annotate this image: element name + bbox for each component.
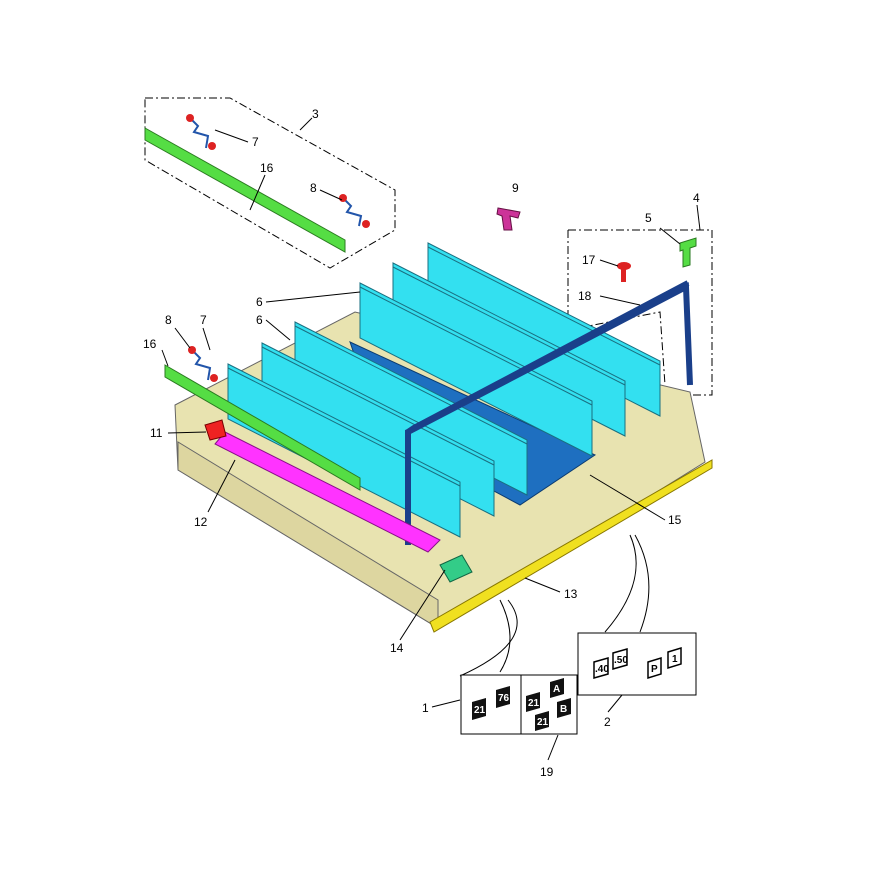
callout-16-lower: 16 bbox=[143, 337, 157, 351]
svg-text:21: 21 bbox=[537, 717, 549, 728]
part-5 bbox=[679, 237, 697, 268]
detail-box-3 bbox=[144, 97, 396, 269]
tags-1: 21 76 bbox=[472, 686, 510, 720]
panel-flange bbox=[427, 246, 661, 366]
callout-6b: 6 bbox=[256, 313, 263, 327]
screw-upper bbox=[186, 114, 194, 122]
callout-6a: 6 bbox=[256, 295, 263, 309]
callout-8-lower: 8 bbox=[165, 313, 172, 327]
callout-14: 14 bbox=[390, 641, 404, 655]
clip-7-upper bbox=[189, 117, 210, 149]
svg-text:P: P bbox=[651, 664, 658, 675]
rail-16-lower bbox=[164, 364, 361, 491]
callout-17: 17 bbox=[582, 253, 596, 267]
panel-flange bbox=[261, 346, 495, 466]
part-14 bbox=[439, 554, 473, 583]
part-11 bbox=[204, 419, 227, 441]
callout-5: 5 bbox=[645, 211, 652, 225]
callout-1: 1 bbox=[422, 701, 429, 715]
callout-13: 13 bbox=[564, 587, 578, 601]
callout-7-lower: 7 bbox=[200, 313, 207, 327]
callout-2: 2 bbox=[604, 715, 611, 729]
strip-13 bbox=[429, 459, 713, 633]
callout-15: 15 bbox=[668, 513, 682, 527]
svg-text:B: B bbox=[560, 704, 567, 715]
panel-flange bbox=[392, 266, 626, 386]
callout-4: 4 bbox=[693, 191, 700, 205]
callout-8: 8 bbox=[310, 181, 317, 195]
screw-8 bbox=[339, 194, 347, 202]
callout-18: 18 bbox=[578, 289, 592, 303]
svg-text:76: 76 bbox=[498, 693, 510, 704]
callout-7: 7 bbox=[252, 135, 259, 149]
svg-text:21: 21 bbox=[474, 705, 486, 716]
rail-16-upper bbox=[144, 127, 346, 253]
panel-flange bbox=[359, 286, 593, 406]
clip-7-lower bbox=[191, 349, 212, 381]
frame-18 bbox=[405, 280, 693, 545]
svg-text:.40: .40 bbox=[595, 664, 609, 675]
svg-text:.50: .50 bbox=[614, 655, 628, 666]
svg-text:A: A bbox=[553, 684, 560, 695]
callout-19: 19 bbox=[540, 765, 554, 779]
tags-19: 21 A 21 B bbox=[526, 678, 571, 731]
callout-12: 12 bbox=[194, 515, 208, 529]
panel-flange bbox=[227, 367, 461, 487]
screw-8-2 bbox=[362, 220, 370, 228]
tag-box-1 bbox=[460, 674, 522, 735]
tags-2: .40 .50 P 1 bbox=[593, 646, 682, 680]
callout-9: 9 bbox=[512, 181, 519, 195]
divider-panels-6 bbox=[227, 242, 661, 538]
screw-7-lower bbox=[210, 374, 218, 382]
callout-11: 11 bbox=[150, 426, 163, 440]
part-12 bbox=[214, 431, 441, 553]
divider-panel bbox=[359, 282, 593, 457]
svg-text:1: 1 bbox=[672, 654, 678, 665]
screw-upper-2 bbox=[208, 142, 216, 150]
callout-3: 3 bbox=[312, 107, 319, 121]
tray-front bbox=[177, 441, 439, 629]
clip-8-upper bbox=[342, 197, 363, 227]
part-9 bbox=[496, 207, 521, 231]
callout-16: 16 bbox=[260, 161, 274, 175]
svg-text:21: 21 bbox=[528, 698, 540, 709]
screw-17 bbox=[617, 262, 631, 282]
panel-flange bbox=[294, 325, 528, 445]
leader-lines bbox=[161, 117, 701, 761]
divider-panel bbox=[227, 363, 461, 538]
